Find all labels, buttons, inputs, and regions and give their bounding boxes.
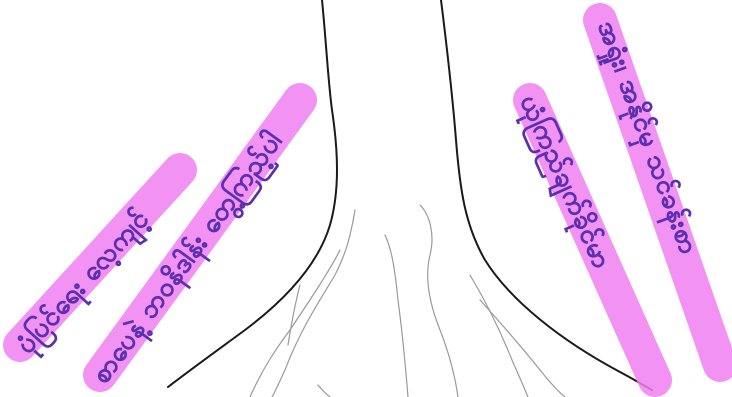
tree-drawing-canvas: ပုံပြင်ရေး လေ့ကျင့် စာပေနဲ့ ဘဝနိဒါန်း တွ…: [0, 0, 732, 397]
